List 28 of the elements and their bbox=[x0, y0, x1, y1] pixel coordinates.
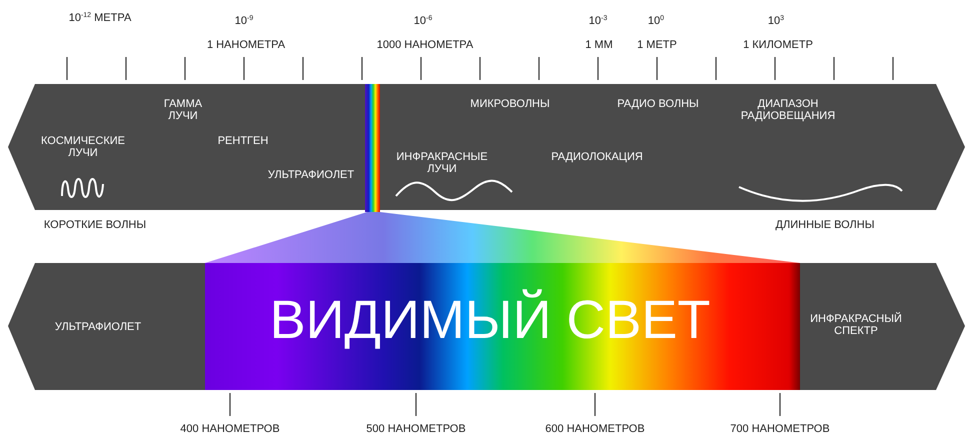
wavelength-label: 600 НАНОМЕТРОВ bbox=[545, 423, 645, 435]
axis-caption: ДЛИННЫЕ ВОЛНЫ bbox=[776, 219, 874, 231]
scale-label: 1 ММ bbox=[585, 39, 613, 51]
scale-label: 10$^{-12}$ МЕТРА bbox=[68, 12, 132, 24]
wavelength-label: 400 НАНОМЕТРОВ bbox=[180, 423, 280, 435]
scale-label: 10$^{-6}$ bbox=[414, 15, 432, 27]
region-label: РАДИО ВОЛНЫ bbox=[617, 98, 699, 110]
axis-caption: КОРОТКИЕ ВОЛНЫ bbox=[44, 219, 146, 231]
scale-label: 10$^{-3}$ bbox=[588, 15, 608, 27]
region-label: РАДИОЛОКАЦИЯ bbox=[551, 151, 643, 163]
region-label: ИНФРАКРАСНЫЕ ЛУЧИ bbox=[395, 151, 489, 175]
scale-label: 1 НАНОМЕТРА bbox=[206, 39, 286, 51]
wavelength-label: 500 НАНОМЕТРОВ bbox=[366, 423, 466, 435]
scale-label: 1000 НАНОМЕТРА bbox=[376, 39, 474, 51]
scale-label: 1 МЕТР bbox=[637, 39, 677, 51]
region-label: УЛЬТРАФИОЛЕТ bbox=[268, 169, 354, 181]
region-label: КОСМИЧЕСКИЕ ЛУЧИ bbox=[40, 135, 126, 159]
region-label: МИКРОВОЛНЫ bbox=[470, 98, 550, 110]
wavelength-label: 700 НАНОМЕТРОВ bbox=[730, 423, 830, 435]
region-label: УЛЬТРАФИОЛЕТ bbox=[54, 321, 142, 333]
region-label: РЕНТГЕН bbox=[218, 135, 268, 147]
scale-label: 1 КИЛОМЕТР bbox=[743, 39, 813, 51]
region-label: ГАММА ЛУЧИ bbox=[162, 98, 204, 122]
scale-label: 10$^{-9}$ bbox=[234, 15, 254, 27]
scale-label: 10$^{0}$ bbox=[648, 15, 664, 27]
region-label: ДИАПАЗОН РАДИОВЕЩАНИЯ bbox=[740, 98, 836, 122]
region-label: ИНФРАКРАСНЫЙ СПЕКТР bbox=[809, 313, 903, 337]
scale-label: 10$^{3}$ bbox=[768, 15, 784, 27]
